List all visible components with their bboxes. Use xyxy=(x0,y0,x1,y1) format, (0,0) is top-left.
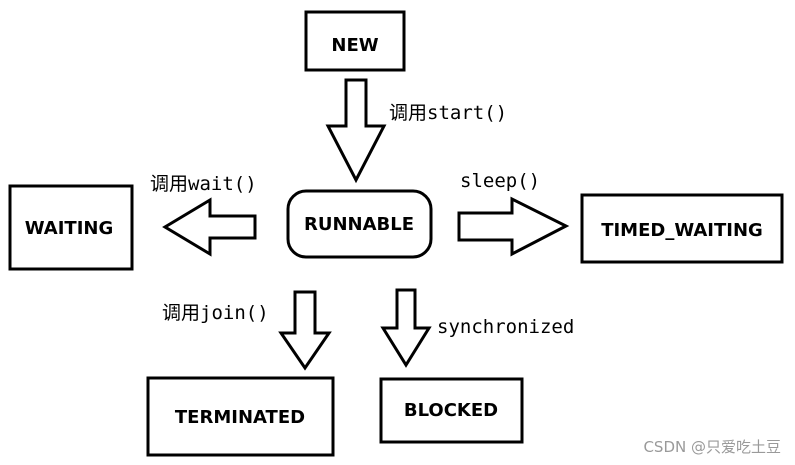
watermark: CSDN @只爱吃土豆 xyxy=(643,438,781,456)
state-terminated-label: TERMINATED xyxy=(175,407,305,428)
state-blocked: BLOCKED xyxy=(379,377,524,444)
transition-join-label: 调用join() xyxy=(162,302,269,324)
state-timed-waiting-box xyxy=(580,193,784,264)
state-timed-waiting: TIMED_WAITING xyxy=(580,193,784,264)
transition-synchronized-label: synchronized xyxy=(437,316,574,338)
state-waiting-label: WAITING xyxy=(25,218,114,239)
state-runnable: RUNNABLE xyxy=(286,189,433,259)
state-terminated: TERMINATED xyxy=(146,376,335,457)
state-timed-waiting-label: TIMED_WAITING xyxy=(601,220,763,241)
arrow-runnable-to-timed-waiting xyxy=(457,196,570,257)
state-blocked-label: BLOCKED xyxy=(404,400,498,421)
state-blocked-box xyxy=(379,377,524,444)
state-runnable-label: RUNNABLE xyxy=(304,214,414,235)
transition-sleep-label: sleep() xyxy=(460,170,540,192)
state-new-label: NEW xyxy=(331,35,378,56)
state-waiting-box xyxy=(8,184,134,271)
state-new: NEW xyxy=(304,10,406,72)
transition-start-label: 调用start() xyxy=(389,102,507,124)
arrow-runnable-to-waiting xyxy=(162,197,257,257)
state-runnable-box xyxy=(286,189,433,259)
state-terminated-box xyxy=(146,376,335,457)
state-new-box xyxy=(304,10,406,72)
state-waiting: WAITING xyxy=(8,184,134,271)
transition-wait-label: 调用wait() xyxy=(150,173,257,195)
arrow-runnable-to-terminated xyxy=(278,290,332,371)
arrow-new-to-runnable xyxy=(325,78,387,184)
arrow-runnable-to-blocked xyxy=(380,288,432,368)
